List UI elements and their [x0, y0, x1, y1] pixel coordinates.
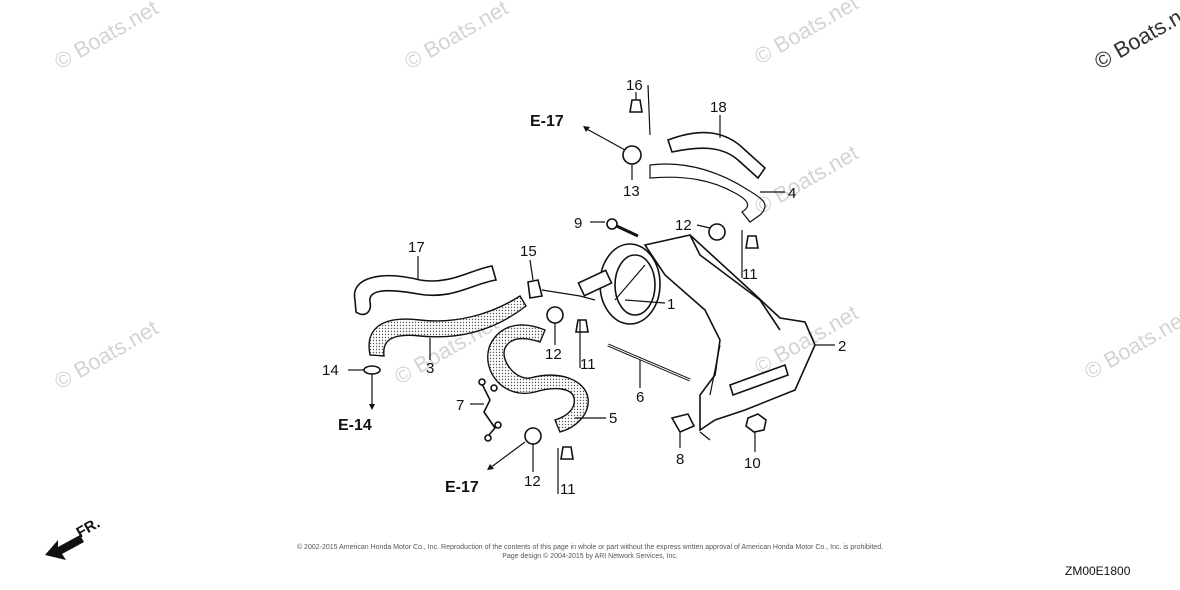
part-label: 16 — [626, 77, 643, 94]
part-label: 8 — [676, 451, 684, 468]
watermark: © Boats.net — [400, 0, 512, 74]
part-label: 17 — [408, 239, 425, 256]
clamp-13 — [622, 145, 642, 165]
part-label: 15 — [520, 243, 537, 260]
diagram-code: ZM00E1800 — [1065, 564, 1131, 578]
part-label: 12 — [675, 217, 692, 234]
hose-3 — [368, 295, 527, 357]
part-label: 10 — [744, 455, 761, 472]
part-label: 13 — [623, 183, 640, 200]
nut-10 — [745, 413, 767, 433]
part-label: 12 — [545, 346, 562, 363]
part-label: 4 — [788, 185, 796, 202]
bracket-2 — [643, 234, 816, 432]
pump-inner — [614, 254, 656, 316]
clip-14 — [363, 365, 381, 375]
clip-15 — [527, 279, 543, 299]
clip-11 — [745, 235, 759, 249]
clamp-12 — [546, 306, 564, 324]
copyright-line: Page design © 2004-2015 by ARI Network S… — [502, 552, 678, 560]
hose-17 — [353, 265, 498, 316]
watermark: © Boats.net — [1090, 0, 1180, 74]
part-label: 14 — [322, 362, 339, 379]
clip-16 — [629, 99, 643, 113]
clip-11 — [560, 446, 574, 460]
watermark: © Boats.net — [750, 0, 862, 69]
clamp-12 — [708, 223, 726, 241]
clamp-12 — [524, 427, 542, 445]
wire-7 — [481, 383, 497, 437]
part-label: 7 — [456, 397, 464, 414]
hose-4 — [649, 163, 766, 223]
watermark: © Boats.net — [750, 140, 862, 219]
part-label: 1 — [667, 296, 675, 313]
part-label: 18 — [710, 99, 727, 116]
bracket-edge — [689, 234, 781, 331]
part-label: 11 — [742, 266, 758, 283]
section-ref: E-17 — [445, 479, 479, 496]
part-label: 12 — [524, 473, 541, 490]
clip-11 — [575, 319, 589, 333]
front-arrow-icon — [45, 535, 84, 560]
part-label: 3 — [426, 360, 434, 377]
watermark: © Boats.net — [50, 0, 162, 74]
watermark: © Boats.net — [1080, 305, 1180, 384]
part-label: 11 — [560, 481, 576, 498]
bracket-slot — [729, 363, 789, 397]
leader-lines — [348, 84, 835, 494]
copyright-line: © 2002-2015 American Honda Motor Co., In… — [297, 543, 883, 551]
section-ref: E-14 — [338, 417, 372, 434]
part-label: 6 — [636, 389, 644, 406]
watermark: © Boats.net — [50, 315, 162, 394]
part-label: 11 — [580, 356, 596, 373]
pump-outlet — [577, 269, 613, 297]
hose-5 — [487, 324, 589, 433]
clip-8 — [670, 413, 696, 434]
part-label: 5 — [609, 410, 617, 427]
part-label: 2 — [838, 338, 846, 355]
section-ref: E-17 — [530, 113, 564, 130]
part-label: 9 — [574, 215, 582, 232]
hose-18 — [666, 131, 767, 180]
